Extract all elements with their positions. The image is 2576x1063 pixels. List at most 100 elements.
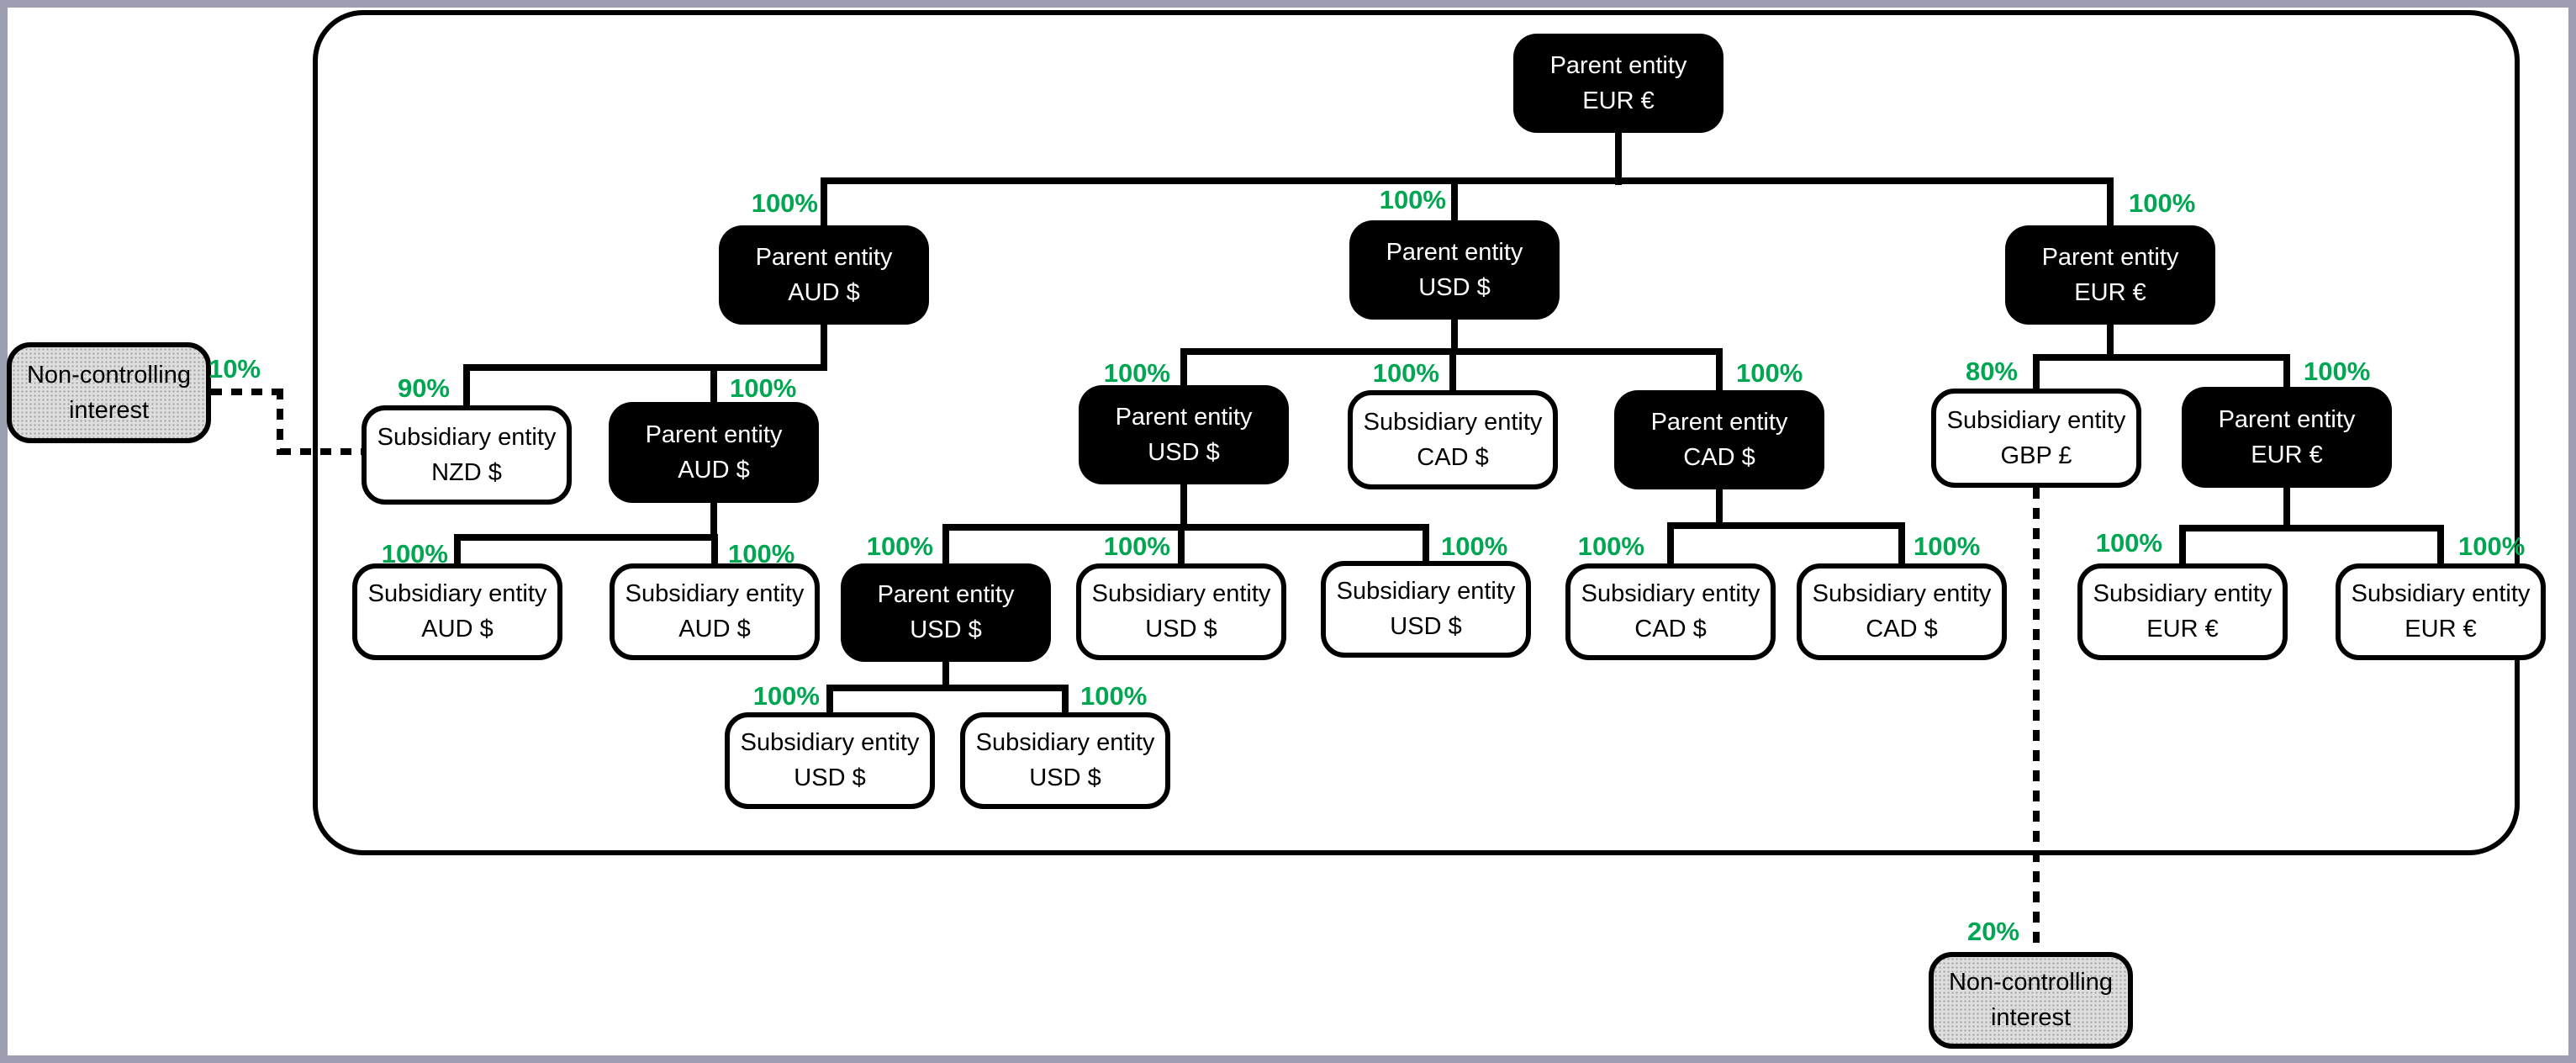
entity-type-label: Subsidiary entity (1946, 406, 2126, 434)
ownership-percent-label: 80% (1965, 357, 2018, 386)
ownership-connector-line (826, 685, 1069, 691)
entity-type-label: Subsidiary entity (1091, 580, 1271, 607)
entity-type-label: Subsidiary entity (1812, 580, 1992, 607)
ownership-connector-line (1898, 522, 1905, 569)
entity-type-label: Parent entity (1549, 51, 1687, 79)
entity-type-label: Subsidiary entity (625, 580, 805, 607)
entity-currency-label: EUR € (2146, 616, 2219, 643)
ownership-connector-line (454, 534, 718, 541)
ownership-connector-line (1667, 522, 1674, 569)
ownership-connector-line (1451, 315, 1458, 355)
ownership-connector-line (454, 534, 461, 569)
ownership-connector-line (2107, 177, 2114, 230)
ownership-percent-label: 100% (866, 532, 933, 561)
entity-currency-label: CAD $ (1634, 616, 1707, 643)
ownership-percent-label: 100% (1103, 532, 1170, 561)
ownership-connector-line (710, 364, 717, 407)
ownership-connector-line (1449, 348, 1456, 395)
ownership-connector-line (1716, 348, 1723, 395)
entity-type-label: Non-controlling (26, 361, 192, 389)
entity-currency-label: USD $ (1390, 613, 1462, 640)
ownership-connector-line (2283, 483, 2290, 532)
entity-type-label: Parent entity (2218, 405, 2356, 433)
entity-currency-label: CAD $ (1683, 443, 1755, 471)
entity-type-label: Subsidiary entity (1581, 580, 1760, 607)
consolidation-group-border (313, 10, 2520, 855)
entity-currency-label: interest (1990, 1004, 2072, 1031)
entity-type-label: Subsidiary entity (2093, 580, 2272, 607)
entity-currency-label: USD $ (1418, 273, 1491, 301)
entity-type-label: Parent entity (1650, 408, 1788, 436)
ownership-connector-line (1180, 348, 1187, 390)
ownership-percent-label: 100% (1080, 681, 1148, 711)
entity-type-label: Subsidiary entity (377, 423, 557, 451)
ownership-percent-label: 100% (751, 188, 818, 218)
nci-dotted-connector (2033, 488, 2040, 952)
entity-currency-label: NZD $ (431, 458, 502, 486)
ownership-connector-line (463, 364, 827, 371)
ownership-connector-line (1667, 522, 1905, 529)
entity-currency-label: interest (68, 396, 150, 424)
ownership-connector-line (711, 534, 718, 569)
ownership-percent-label: 100% (752, 681, 820, 711)
entity-type-label: Parent entity (1386, 238, 1523, 266)
entity-type-label: Parent entity (645, 420, 783, 448)
nci-dotted-connector (277, 389, 283, 455)
ownership-connector-line (1062, 685, 1069, 717)
entity-currency-label: EUR € (2251, 441, 2323, 468)
ownership-percent-label: 10% (208, 354, 261, 383)
ownership-connector-line (1180, 479, 1187, 531)
ownership-connector-line (821, 320, 827, 371)
entity-type-label: Subsidiary entity (1363, 408, 1543, 436)
entity-currency-label: CAD $ (1417, 443, 1489, 471)
entity-type-label: Subsidiary entity (2351, 580, 2531, 607)
ownership-connector-line (821, 177, 2114, 184)
ownership-percent-label: 100% (2304, 357, 2371, 386)
entity-currency-label: AUD $ (678, 616, 751, 643)
entity-currency-label: USD $ (910, 616, 982, 643)
ownership-connector-line (2437, 525, 2444, 569)
entity-currency-label: AUD $ (788, 278, 860, 306)
ownership-percent-label: 100% (1103, 358, 1170, 388)
entity-type-label: Parent entity (755, 243, 893, 271)
ownership-connector-line (942, 657, 949, 691)
ownership-connector-line (2033, 354, 2040, 394)
entity-currency-label: GBP £ (2000, 442, 2072, 469)
ownership-percent-label: 90% (397, 373, 450, 403)
ownership-connector-line (942, 524, 949, 569)
ownership-percent-label: 100% (728, 539, 795, 569)
ownership-percent-label: 100% (2129, 188, 2196, 218)
ownership-connector-line (2033, 354, 2290, 361)
entity-type-label: Subsidiary entity (975, 729, 1155, 756)
entity-type-label: Subsidiary entity (1336, 578, 1516, 605)
ownership-percent-label: 100% (1914, 532, 1981, 561)
ownership-percent-label: 100% (1577, 532, 1644, 561)
entity-currency-label: CAD $ (1866, 616, 1938, 643)
ownership-connector-line (1615, 128, 1622, 185)
ownership-connector-line (1716, 484, 1723, 529)
ownership-connector-line (2179, 525, 2186, 569)
ownership-connector-line (2107, 320, 2114, 361)
ownership-connector-line (2179, 525, 2444, 532)
ownership-percent-label: 100% (1379, 185, 1446, 214)
